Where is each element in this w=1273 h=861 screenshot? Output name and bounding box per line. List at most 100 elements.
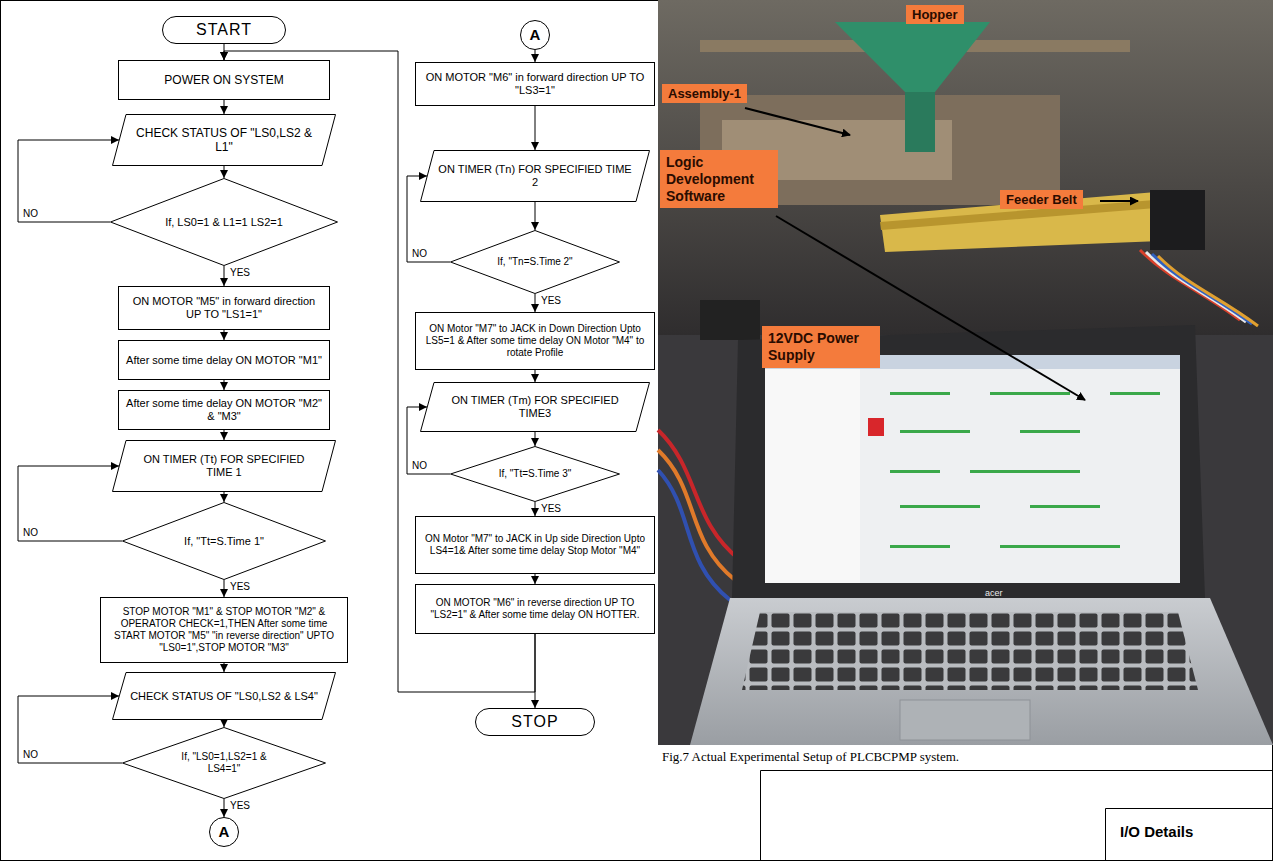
node-text: After some time delay ON MOTOR "M2" & "M… (124, 397, 324, 423)
node-text: CHECK STATUS OF "LS0,LS2 & LS4" (130, 690, 318, 703)
process-box: ON MOTOR "M6" in reverse direction UP TO… (415, 584, 655, 634)
parallelogram-outline (421, 383, 650, 432)
edge-label: NO (411, 460, 428, 472)
table-border (658, 860, 1273, 861)
edge-label: NO (22, 749, 39, 761)
hopper-funnel (835, 22, 990, 92)
part-label: Hopper (906, 5, 964, 24)
rung (1110, 392, 1160, 395)
text-box: STOP (476, 709, 594, 735)
motor-block (1150, 190, 1205, 250)
process-box: After some time delay ON MOTOR "M1" (118, 340, 330, 380)
text-box: ON TIMER (Tm) FOR SPECIFIED TIME3 (420, 382, 650, 432)
part-label: Logic Development Software (660, 150, 778, 208)
edge-label: YES (540, 503, 562, 515)
table-cell-border (1106, 809, 1273, 861)
wire (658, 470, 730, 600)
input-parallelogram: ON TIMER (Tt) FOR SPECIFIED TIME 1 (112, 440, 336, 492)
input-parallelogram: CHECK STATUS OF "LS0,LS2 & LS4" (112, 672, 336, 720)
process-box: ON MOTOR "M6" in forward direction UP TO… (415, 62, 655, 106)
diamond-outline (111, 179, 338, 266)
rung (990, 392, 1070, 395)
text-box: If, "Tt=S.Time 3" (450, 446, 620, 502)
wire (658, 450, 735, 580)
text-box: START (163, 17, 285, 43)
edge-label: YES (540, 295, 562, 307)
flow-arrow (224, 799, 225, 817)
input-parallelogram: CHECK STATUS OF "LS0,LS2 & L1" (112, 114, 336, 166)
flow-arrow (535, 432, 536, 446)
text-box: After some time delay ON MOTOR "M2" & "M… (119, 391, 329, 429)
flow-arrow (224, 580, 225, 597)
flow-arrow (535, 502, 536, 516)
table-cell: I/O Details (1118, 822, 1195, 841)
power-supply-body (700, 300, 760, 340)
wire (658, 430, 740, 560)
node-text: A (219, 823, 230, 841)
wire (1158, 256, 1258, 326)
parallelogram-outline (113, 673, 336, 720)
screen-marker (868, 418, 884, 436)
decision-diamond: If, "Tt=S.Time 1" (122, 502, 326, 580)
node-text: ON Motor "M7" to JACK in Up side Directi… (421, 533, 649, 557)
text-box: ON Motor "M7" to JACK in Up side Directi… (416, 517, 654, 573)
leader-arrow (1100, 200, 1138, 202)
edge-label: NO (411, 248, 428, 260)
brand-mark: acer (983, 588, 1005, 598)
node-text: ON MOTOR "M6" in forward direction UP TO… (421, 71, 649, 97)
flow-arrow (18, 466, 122, 541)
rung (900, 430, 970, 433)
text-box: POWER ON SYSTEM (119, 61, 329, 99)
text-box: STOP MOTOR "M1" & STOP MOTOR "M2" & OPER… (101, 598, 347, 662)
leader-arrow (745, 108, 850, 135)
node-text: ON Motor "M7" to JACK in Down Direction … (421, 323, 649, 358)
process-box: ON MOTOR "M5" in forward direction UP TO… (118, 286, 330, 330)
terminator: STOP (475, 708, 595, 736)
node-text: STOP (511, 713, 558, 732)
rung (890, 392, 950, 395)
diamond-outline (451, 231, 620, 294)
text-box: A (209, 817, 239, 847)
laptop-base (690, 598, 1273, 745)
node-text: ON MOTOR "M6" in reverse direction UP TO… (421, 597, 649, 621)
edge-label: NO (22, 208, 39, 220)
edge-label: YES (229, 267, 251, 279)
flow-arrow (535, 50, 536, 62)
text-box: If, "LS0=1,LS2=1 & LS4=1" (122, 727, 326, 799)
node-text: If, "Tt=S.Time 1" (184, 535, 264, 548)
diamond-outline (451, 447, 620, 502)
node-text: If, "LS0=1,LS2=1 & LS4=1" (165, 751, 283, 775)
rung (970, 470, 1080, 473)
node-text: ON TIMER (Tn) FOR SPECIFIED TIME 2 (438, 163, 632, 189)
node-text: After some time delay ON MOTOR "M1" (126, 354, 322, 367)
ladder-rungs (890, 392, 1160, 548)
part-label: Assembly-1 (662, 84, 747, 103)
node-text: ON TIMER (Tm) FOR SPECIFIED TIME3 (438, 394, 632, 420)
parallelogram-outline (113, 441, 336, 492)
flow-arrow (224, 430, 225, 440)
window-sidebar (765, 369, 860, 583)
edge-label: YES (229, 800, 251, 812)
text-box: ON MOTOR "M6" in reverse direction UP TO… (416, 585, 654, 633)
decision-diamond: If, "Tn=S.Time 2" (450, 230, 620, 294)
flow-arrow (224, 492, 225, 502)
table-border (1272, 745, 1273, 861)
touchpad (900, 700, 1030, 740)
table-border (761, 771, 1273, 861)
part-label: 12VDC Power Supply (762, 326, 880, 368)
parallelogram-outline (113, 115, 336, 166)
parallelogram-outline (421, 151, 650, 202)
process-box: After some time delay ON MOTOR "M2" & "M… (118, 390, 330, 430)
text-box: If, LS0=1 & L1=1 LS2=1 (110, 178, 338, 266)
machine-area (658, 0, 1273, 335)
connector-circle: A (520, 20, 550, 50)
laptop-bezel (732, 325, 1205, 598)
input-parallelogram: ON TIMER (Tn) FOR SPECIFIED TIME 2 (420, 150, 650, 202)
node-text: CHECK STATUS OF "LS0,LS2 & L1" (130, 126, 318, 154)
node-text: If, "Tn=S.Time 2" (497, 256, 572, 268)
text-box: ON Motor "M7" to JACK in Down Direction … (416, 313, 654, 369)
rung (890, 470, 940, 473)
rung (1030, 505, 1100, 508)
